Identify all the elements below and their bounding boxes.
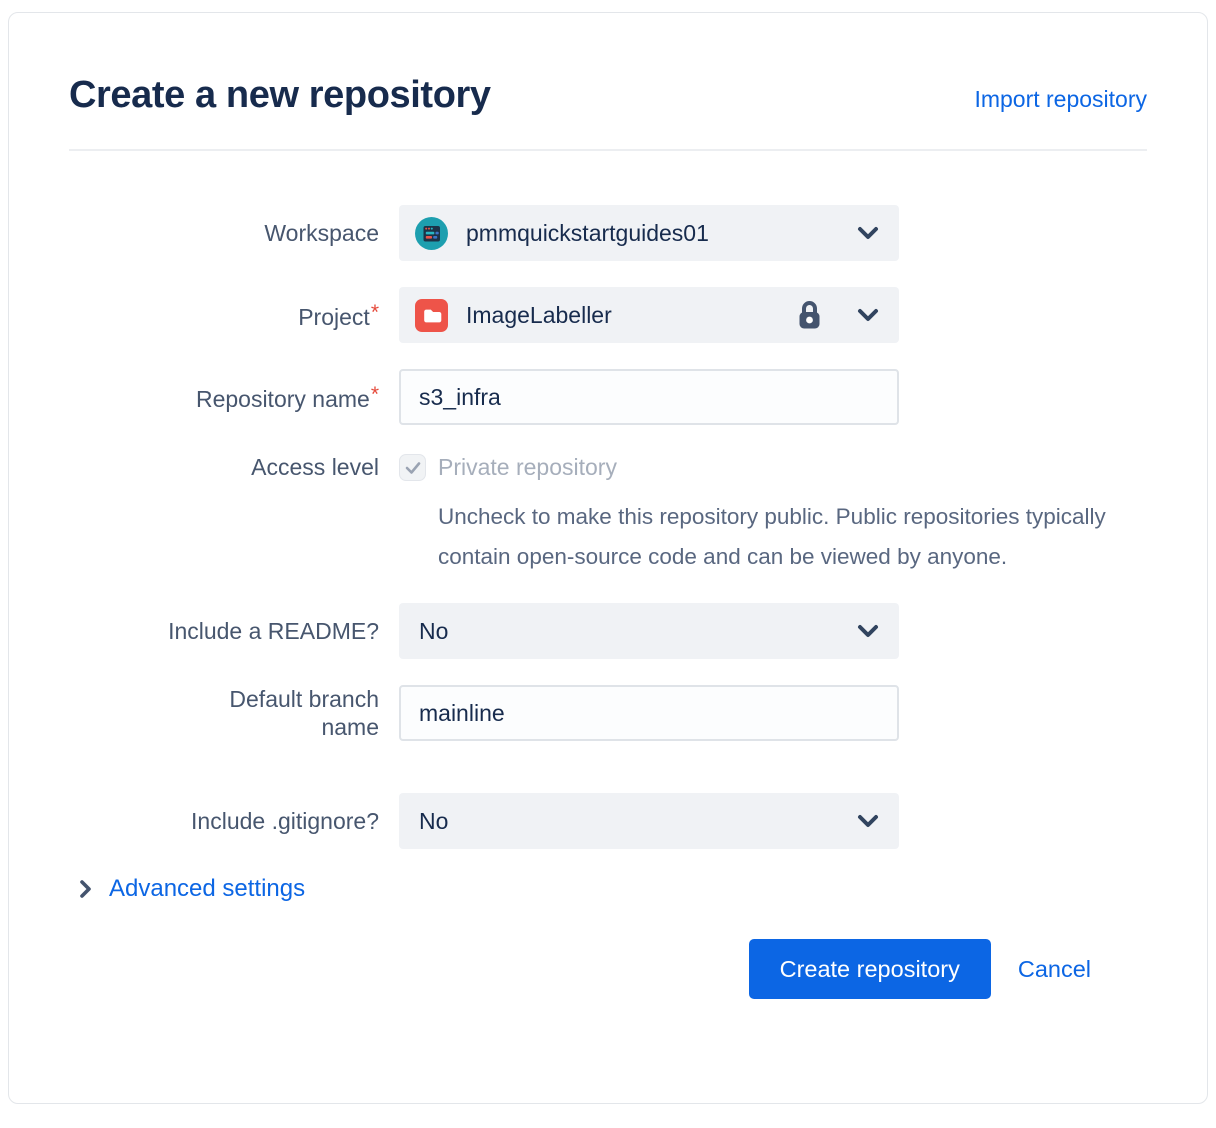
workspace-label: Workspace: [264, 220, 379, 246]
header-divider: [69, 149, 1147, 151]
create-repository-button[interactable]: Create repository: [748, 939, 991, 999]
private-repository-label: Private repository: [438, 454, 617, 480]
include-gitignore-select[interactable]: No: [399, 793, 899, 849]
default-branch-label: Default branch name: [229, 686, 379, 740]
required-asterisk: *: [370, 301, 379, 324]
workspace-row: Workspace pmmquickstartguides01: [69, 205, 1147, 261]
import-repository-link[interactable]: Import repository: [974, 86, 1147, 112]
project-value: ImageLabeller: [466, 301, 612, 328]
repository-name-input[interactable]: [399, 369, 899, 425]
chevron-down-icon: [858, 815, 878, 827]
include-gitignore-label: Include .gitignore?: [191, 808, 379, 834]
private-repository-checkbox[interactable]: [399, 454, 426, 481]
access-level-help-text: Uncheck to make this repository public. …: [438, 504, 1106, 569]
chevron-down-icon: [858, 625, 878, 637]
workspace-select[interactable]: pmmquickstartguides01: [399, 205, 899, 261]
checkmark-icon: [405, 461, 420, 474]
create-repository-form: Workspace pmmquickstartguides01: [69, 205, 1147, 999]
advanced-settings-toggle[interactable]: Advanced settings: [79, 875, 1147, 903]
chevron-right-icon: [80, 880, 91, 898]
cancel-button[interactable]: Cancel: [1017, 955, 1091, 982]
chevron-down-icon: [858, 309, 878, 321]
lock-icon: [796, 300, 823, 331]
advanced-settings-label: Advanced settings: [109, 875, 306, 902]
include-gitignore-row: Include .gitignore? No: [69, 793, 1147, 849]
default-branch-input[interactable]: [399, 685, 899, 741]
include-readme-label: Include a README?: [168, 618, 379, 644]
project-select[interactable]: ImageLabeller: [399, 287, 899, 343]
page-title: Create a new repository: [69, 74, 491, 116]
access-level-field: Private repository Uncheck to make this …: [399, 451, 1106, 577]
required-asterisk: *: [370, 383, 379, 406]
dialog-footer: Create repository Cancel: [69, 939, 1147, 999]
access-level-row: Access level Private repository Uncheck …: [69, 451, 1147, 577]
project-label: Project*: [298, 301, 379, 330]
private-repository-option: Private repository: [399, 451, 899, 484]
default-branch-row: Default branch name: [69, 685, 1147, 741]
dialog-header: Create a new repository Import repositor…: [69, 71, 1147, 119]
project-avatar-icon: [415, 298, 448, 332]
workspace-value: pmmquickstartguides01: [466, 219, 709, 246]
include-readme-select[interactable]: No: [399, 603, 899, 659]
create-repository-dialog: Create a new repository Import repositor…: [8, 12, 1208, 1104]
include-gitignore-value: No: [419, 807, 449, 834]
chevron-down-icon: [858, 227, 878, 239]
repository-name-row: Repository name*: [69, 369, 1147, 425]
project-row: Project* ImageLabeller: [69, 287, 1147, 343]
workspace-avatar-icon: [415, 216, 448, 250]
repository-name-label: Repository name*: [195, 383, 379, 412]
include-readme-value: No: [419, 617, 449, 644]
include-readme-row: Include a README? No: [69, 603, 1147, 659]
access-level-label: Access level: [251, 454, 379, 480]
